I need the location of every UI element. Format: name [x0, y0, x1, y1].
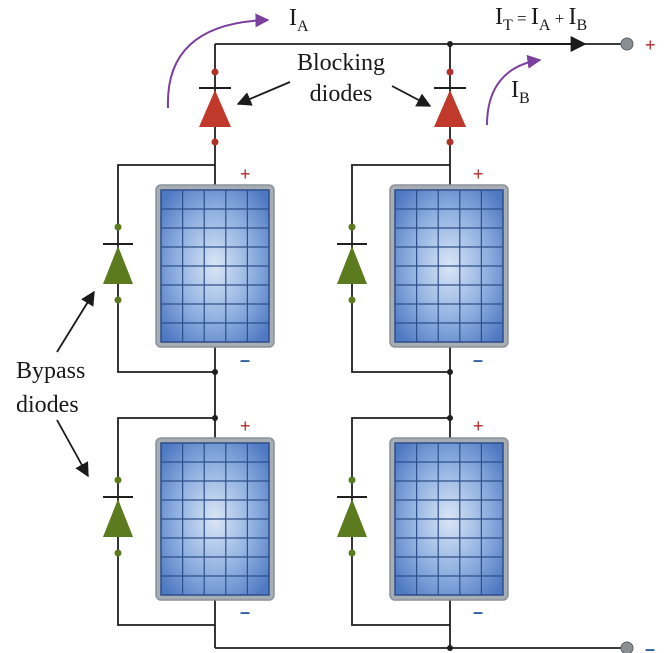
- current-a-label: IA: [289, 5, 309, 35]
- svg-text:IT = IA + IB: IT = IA + IB: [495, 4, 587, 34]
- output-minus-label: –: [645, 639, 655, 653]
- panel-plus-sign: +: [473, 416, 484, 436]
- junction-dot: [447, 369, 453, 375]
- output-plus-label: +: [645, 35, 656, 55]
- panel-minus-sign: –: [473, 350, 483, 370]
- bypass-diode-a-bottom: [103, 476, 133, 557]
- panel-plus-sign: +: [240, 164, 251, 184]
- bypass-diode-a-top: [103, 223, 133, 304]
- solar-panel-b-bottom: [389, 437, 509, 601]
- svg-text:IB: IB: [511, 77, 530, 107]
- bypass-pointer-up: [56, 290, 95, 353]
- svg-text:diodes: diodes: [16, 392, 79, 418]
- svg-text:Bypass: Bypass: [16, 358, 85, 384]
- current-b-label: IB: [511, 77, 530, 107]
- solar-panel-b-top: [389, 184, 509, 348]
- blocking-pointer-left: [236, 81, 291, 106]
- junction-dot: [447, 415, 453, 421]
- panel-minus-sign: –: [240, 350, 250, 370]
- bypass-pointer-down: [56, 419, 89, 478]
- svg-text:IA: IA: [289, 5, 309, 35]
- junction-dot: [212, 369, 218, 375]
- junction-dot: [212, 415, 218, 421]
- junction-dot: [447, 41, 453, 47]
- panel-plus-sign: +: [473, 164, 484, 184]
- solar-panel-a-bottom: [155, 437, 275, 601]
- junction-dot: [447, 645, 453, 651]
- solar-panel-a-top: [155, 184, 275, 348]
- bypass-diode-b-top: [337, 223, 367, 304]
- junction-dots: [212, 41, 453, 651]
- negative-terminal: [620, 641, 634, 653]
- bypass-diodes-label: Bypass diodes: [16, 358, 85, 418]
- total-current-label: IT = IA + IB: [495, 4, 587, 34]
- panel-minus-sign: –: [240, 602, 250, 622]
- panel-plus-sign: +: [240, 416, 251, 436]
- blocking-pointer-right: [391, 85, 432, 107]
- svg-text:Blocking: Blocking: [297, 50, 385, 76]
- panel-minus-sign: –: [473, 602, 483, 622]
- positive-terminal: [620, 37, 634, 51]
- blocking-diode-a: [199, 68, 231, 146]
- current-b-arrow: [486, 54, 542, 126]
- bypass-diode-b-bottom: [337, 476, 367, 557]
- blocking-diode-b: [434, 68, 466, 146]
- current-a-arrow: [166, 13, 270, 109]
- svg-text:diodes: diodes: [310, 81, 373, 107]
- blocking-diodes-label: Blocking diodes: [282, 48, 400, 110]
